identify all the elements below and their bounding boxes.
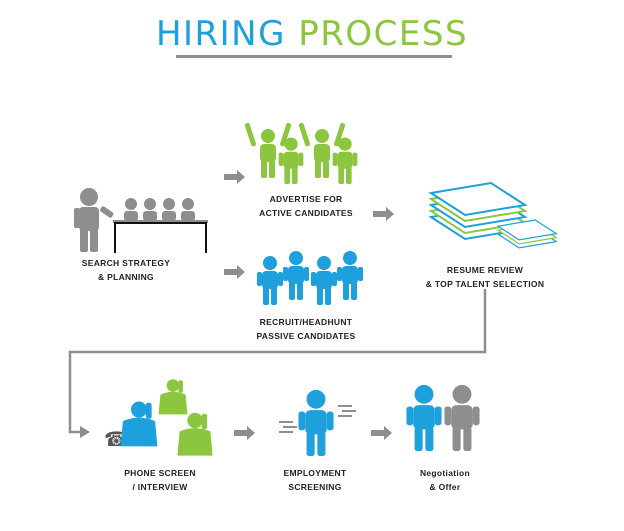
arrow-to-resume (373, 207, 394, 221)
advertise-icon (244, 122, 358, 184)
step-phone-screen-label: PHONE SCREEN / INTERVIEW (124, 468, 196, 492)
arrow-to-negotiation (371, 426, 392, 440)
negotiation-icon (406, 384, 480, 451)
title-word-hiring: HIRING (155, 14, 286, 54)
arrow-to-recruit (224, 265, 245, 279)
arrow-to-screening (234, 426, 255, 440)
connector-line (68, 289, 487, 438)
recruit-icon (257, 251, 363, 305)
step-negotiation-label: Negotiation & Offer (419, 468, 471, 492)
diagram-title: HIRING PROCESS (0, 14, 624, 54)
step-search-strategy-label: SEARCH STRATEGY & PLANNING (81, 258, 171, 282)
step-advertise-label: ADVERTISE FOR ACTIVE CANDIDATES (259, 194, 353, 218)
title-underline (176, 55, 452, 58)
search-strategy-icon (74, 188, 208, 253)
title-word-process: PROCESS (298, 14, 469, 54)
step-employment-screening-label: EMPLOYMENT SCREENING (283, 468, 347, 492)
resume-stack-icon (430, 182, 557, 249)
arrow-to-advertise (224, 170, 245, 184)
step-recruit-label: RECRUIT/HEADHUNT PASSIVE CANDIDATES (256, 317, 356, 341)
phone-screen-icon: ☎ (104, 379, 213, 456)
step-resume-review-label: RESUME REVIEW & TOP TALENT SELECTION (425, 265, 545, 289)
employment-screening-icon (279, 389, 356, 456)
